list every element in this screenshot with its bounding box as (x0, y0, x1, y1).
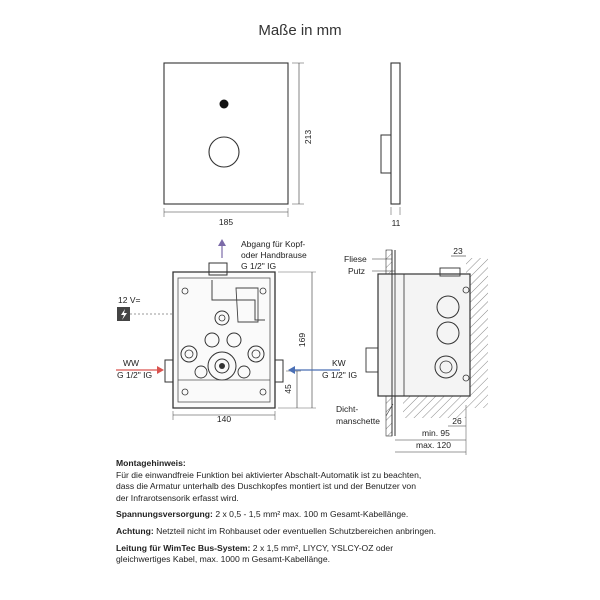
dicht-label-2: manschette (336, 416, 380, 426)
control-knob (208, 136, 240, 168)
supply-text: 2 x 0,5 - 1,5 mm² max. 100 m Gesamt-Kabe… (212, 509, 409, 520)
hint-line-3: der Infrarotsensorik erfasst wird. (116, 492, 239, 503)
ww-label-1: WW (123, 358, 139, 368)
kw-label-1: KW (332, 358, 346, 368)
kw-arrow (288, 366, 340, 374)
dim-depth: 11 (392, 218, 401, 228)
abgang-arrow (218, 239, 226, 258)
dicht-label-1: Dicht- (336, 404, 358, 414)
installation-notes: Montagehinweis: Für die einwandfreie Fun… (116, 458, 476, 571)
dim-width: 185 (219, 217, 233, 227)
warn-label: Achtung: (116, 525, 154, 536)
sensor-dot (219, 99, 229, 109)
dim-box-height: 169 (297, 333, 307, 347)
bus-label: Leitung für WimTec Bus-System: (116, 542, 251, 553)
side-view-plate: 11 (380, 62, 401, 228)
fliese-label: Fliese (344, 254, 367, 264)
abgang-label-2: oder Handbrause (241, 250, 307, 260)
abgang-label-3: G 1/2" IG (241, 261, 276, 271)
voltage-label: 12 V= (118, 295, 140, 305)
abgang-label-1: Abgang für Kopf- (241, 239, 305, 249)
dim-26: 26 (452, 416, 462, 426)
bus-text-2: gleichwertiges Kabel, max. 1000 m Gesamt… (116, 554, 331, 565)
ww-label-2: G 1/2" IG (117, 370, 152, 380)
bus-text-1: 2 x 1,5 mm², LIYCY, YSLCY-OZ oder (250, 542, 394, 553)
putz-label: Putz (348, 266, 365, 276)
dim-offset: 45 (283, 384, 293, 394)
kw-label-2: G 1/2" IG (322, 370, 357, 380)
hint-line-1: Für die einwandfreie Funktion bei aktivi… (116, 469, 422, 480)
ww-arrow (116, 366, 164, 374)
wall-section: 23 26 min. 95 max. 120 (365, 246, 488, 455)
page-title: Maße in mm (258, 22, 342, 39)
dim-23: 23 (453, 246, 463, 256)
flush-box-front: 140 169 45 (164, 262, 316, 424)
supply-label: Spannungsversorgung: (116, 509, 213, 520)
dim-box-width: 140 (217, 414, 231, 424)
dim-min95: min. 95 (422, 428, 450, 438)
hint-line-2: dass die Armatur unterhalb des Duschkopf… (116, 481, 416, 492)
hint-title: Montagehinweis: (116, 458, 186, 468)
warn-text: Netzteil nicht im Rohbauset oder eventue… (153, 525, 437, 536)
dim-max120: max. 120 (416, 440, 451, 450)
dim-height: 213 (303, 130, 313, 144)
front-view-plate: 213 185 (163, 62, 313, 227)
